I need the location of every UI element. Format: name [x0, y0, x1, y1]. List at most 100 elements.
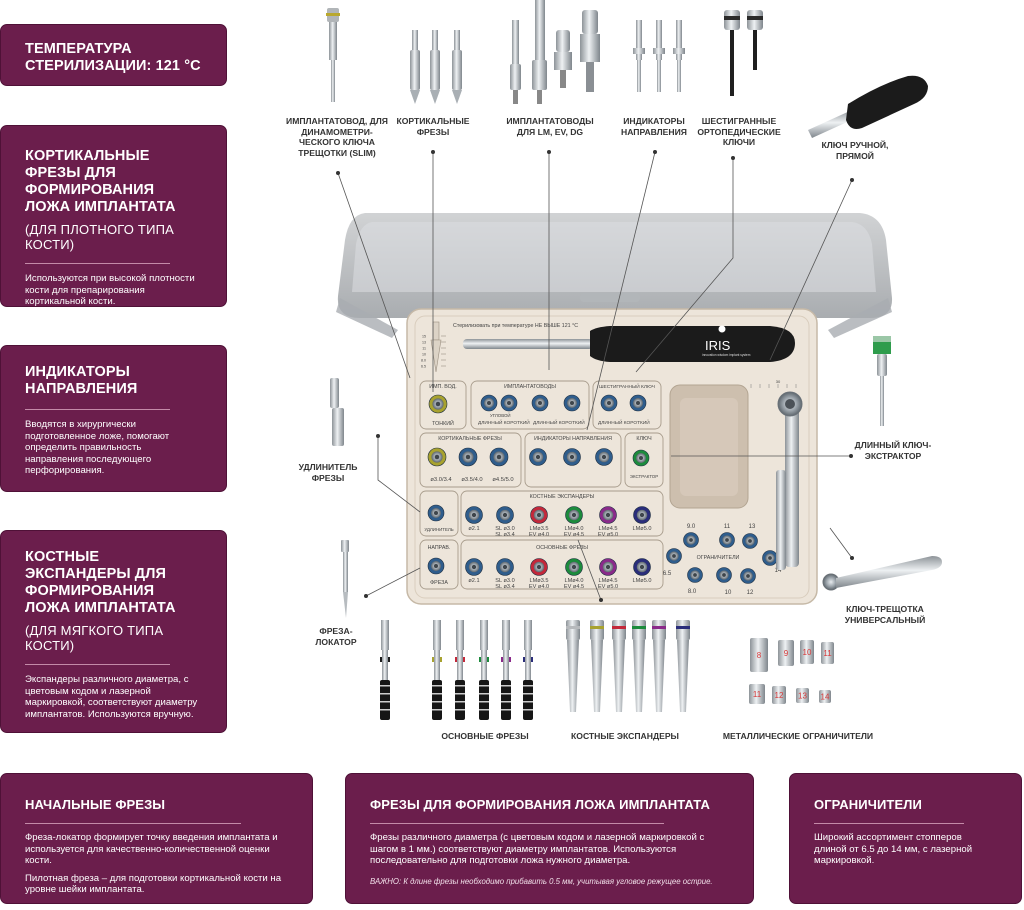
cortical-text: Используются при высокой плотности кости…: [25, 273, 195, 307]
direction-title: ИНДИКАТОРЫ НАПРАВЛЕНИЯ: [25, 364, 138, 397]
socket-driver-1: [500, 394, 518, 412]
initial-drills-text-2: Пилотная фреза – для подготовки кортикал…: [25, 872, 282, 896]
kit-hand-key: IRIS innovation wisdom implant system: [463, 325, 795, 362]
label-hand-key: КЛЮЧ РУЧНОЙ, ПРЯМОЙ: [821, 140, 889, 161]
label-long-extractor: ДЛИННЫЙ КЛЮЧ-ЭКСТРАКТОР: [854, 440, 932, 461]
expander-size-label: LMø5.0: [633, 526, 652, 532]
svg-text:30: 30: [776, 379, 781, 384]
socket-expander-2: [530, 506, 548, 524]
ruler-mark: 15: [422, 335, 426, 339]
label-slim-driver: ИМПЛАНТАТОВОД, ДЛЯ ДИНАМОМЕТРИ-ЧЕСКОГО К…: [286, 116, 388, 158]
bed-drills-divider: [370, 823, 665, 824]
sec-drill: ФРЕЗА: [430, 580, 448, 586]
socket-limiter-4: [687, 567, 703, 583]
socket-driver-0: [480, 394, 498, 412]
socket-driver-3: [563, 394, 581, 412]
ratchet-image: [822, 556, 942, 591]
limiter-number: 14: [775, 568, 782, 574]
metal-limiter-number: 14: [821, 693, 830, 702]
metal-limiter-number: 13: [798, 692, 807, 701]
hand-key-image: [808, 75, 928, 138]
expander-size-label: SL ø3.0: [495, 526, 514, 532]
sec-extension: УДЛИНИТЕЛЬ: [424, 527, 453, 532]
temperature-title: ТЕМПЕРАТУРА СТЕРИЛИЗАЦИИ: 121 °C: [25, 41, 201, 74]
drill-size-label-2: EV ø4.0: [529, 584, 549, 590]
expander-size-label: LMø4.0: [565, 526, 584, 532]
drill-size-label-2: SL ø3.4: [495, 584, 514, 590]
sec-main-drills: ОСНОВНЫЕ ФРЕЗЫ: [536, 545, 588, 551]
socket-expander-1: [496, 506, 514, 524]
sec-expanders: КОСТНЫЕ ЭКСПАНДЕРЫ: [530, 494, 595, 500]
limiter-number: 6.5: [663, 571, 672, 577]
bed-drills-title: ФРЕЗЫ ДЛЯ ФОРМИРОВАНИЯ ЛОЖА ИМПЛАНТАТА: [370, 797, 710, 812]
socket-cortical-1: [458, 447, 478, 467]
sec-long-short-3: ДЛИННЫЙ КОРОТКИЙ: [598, 418, 650, 426]
metal-limiter-number: 11: [753, 690, 762, 699]
locator-drill-image: [341, 540, 349, 618]
label-drivers-lm: ИМПЛАНТАТОВОДЫ ДЛЯ LM, EV, DG: [506, 116, 594, 137]
expanders-subtitle: (ДЛЯ МЯГКОГО ТИПА КОСТИ): [25, 623, 164, 653]
ruler-mark: 11: [422, 347, 426, 351]
cortical-size-label: ø3.5/4.0: [461, 477, 482, 483]
socket-expander-0: [465, 506, 483, 524]
kit-brand-sub: innovation wisdom implant system: [702, 353, 751, 357]
bed-drills-text: Фрезы различного диаметра (с цветовым ко…: [370, 832, 705, 866]
iris-logo-icon: [718, 325, 726, 333]
cortical-size-label: ø4.5/5.0: [492, 477, 513, 483]
cortical-subtitle: (ДЛЯ ПЛОТНОГО ТИПА КОСТИ): [25, 222, 175, 252]
socket-limiter-5: [716, 567, 732, 583]
drivers-lm-image: [510, 0, 600, 104]
socket-drill-3: [565, 558, 583, 576]
initial-drills-title: НАЧАЛЬНЫЕ ФРЕЗЫ: [25, 797, 166, 812]
sec-direct: НАПРАВ.: [428, 545, 451, 551]
sec-impl-vod: ИМП. ВОД.: [429, 384, 456, 390]
ruler-mark: 6.5: [421, 365, 426, 369]
sec-extractor: ЭКСТРАКТОР: [630, 474, 658, 479]
kit-lid: [336, 213, 893, 338]
expanders-title: КОСТНЫЕ ЭКСПАНДЕРЫ ДЛЯ ФОРМИРОВАНИЯ ЛОЖА…: [25, 549, 176, 616]
direction-indicators-image: [633, 20, 685, 92]
drill-size-label: SL ø3.0: [495, 578, 514, 584]
main-drills-image: [380, 620, 533, 720]
sec-drivers: ИМПЛАНТАТОВОДЫ: [504, 384, 556, 390]
kit-brand: IRIS: [705, 338, 731, 353]
socket-hex-0: [600, 394, 618, 412]
initial-drills-text-1: Фреза-локатор формирует точку введения и…: [25, 832, 278, 866]
label-metal-limiters: МЕТАЛЛИЧЕСКИЕ ОГРАНИЧИТЕЛИ: [722, 731, 874, 741]
cortical-size-label: ø3.0/3.4: [430, 477, 452, 483]
expander-size-label-2: SL ø3.4: [495, 532, 514, 538]
cortical-divider: [25, 263, 171, 264]
sec-limiters: ОГРАНИЧИТЕЛИ: [697, 555, 740, 561]
ruler-mark: 10: [422, 353, 426, 357]
drill-size-label-2: EV ø5.0: [598, 584, 618, 590]
metal-limiter-number: 11: [823, 649, 832, 658]
socket-limiter-3: [666, 548, 682, 564]
socket-extension: [427, 504, 445, 522]
socket-driver-2: [531, 394, 549, 412]
kit-section-texts: ИМП. ВОД. ТОНКИЙ ИМПЛАНТАТОВОДЫ УГЛОВОЙ …: [424, 382, 739, 586]
socket-cortical-0: [427, 447, 447, 467]
bed-drills-card: ФРЕЗЫ ДЛЯ ФОРМИРОВАНИЯ ЛОЖА ИМПЛАНТАТА Ф…: [345, 773, 754, 904]
leader-dots: [336, 150, 854, 602]
socket-limiter-1: [719, 532, 735, 548]
limiter-number: 10: [725, 590, 732, 596]
limiter-number: 9.0: [687, 524, 696, 530]
drill-size-label: LMø4.5: [599, 578, 618, 584]
direction-text: Вводятся в хирургически подготовленное л…: [25, 419, 170, 476]
label-hex-keys: ШЕСТИГРАННЫЕ ОРТОПЕДИЧЕСКИЕ КЛЮЧИ: [697, 116, 781, 147]
metal-limiter-number: 8: [757, 651, 762, 660]
socket-drill-0: [465, 558, 483, 576]
label-direction-ind: ИНДИКАТОРЫ НАПРАВЛЕНИЯ: [621, 116, 687, 137]
kit-sterilize-note: Стерилизовать при температуре НЕ ВЫШЕ 12…: [453, 323, 578, 329]
expanders-text: Экспандеры различного диаметра, с цветов…: [25, 674, 198, 720]
socket-limiter-7: [762, 550, 778, 566]
kit-empty-tray: [669, 384, 749, 509]
drill-size-label-2: EV ø4.5: [564, 584, 584, 590]
expander-size-label-2: EV ø5.0: [598, 532, 618, 538]
socket-expander-5: [633, 506, 651, 524]
initial-drills-card: НАЧАЛЬНЫЕ ФРЕЗЫ Фреза-локатор формирует …: [0, 773, 313, 904]
temperature-card: ТЕМПЕРАТУРА СТЕРИЛИЗАЦИИ: 121 °C: [0, 24, 227, 86]
